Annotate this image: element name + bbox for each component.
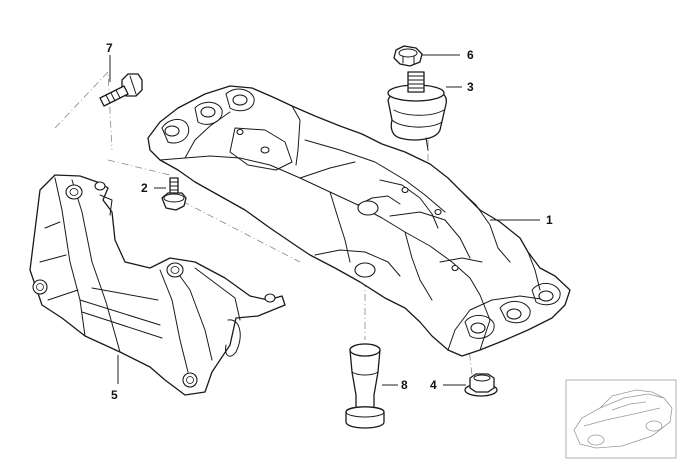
callout-4: 4 bbox=[430, 378, 437, 392]
screw[interactable] bbox=[161, 177, 187, 211]
callout-1: 1 bbox=[546, 213, 553, 227]
callout-6: 6 bbox=[467, 48, 474, 62]
callout-5: 5 bbox=[111, 388, 118, 402]
callout-labels: 7 6 3 2 1 8 4 5 bbox=[106, 41, 553, 402]
callout-2: 2 bbox=[141, 181, 148, 195]
bushing-sleeve[interactable] bbox=[345, 343, 385, 429]
vehicle-thumbnail bbox=[565, 379, 677, 459]
callout-8: 8 bbox=[401, 378, 408, 392]
leader-lines bbox=[109, 54, 540, 386]
callout-7: 7 bbox=[106, 41, 113, 55]
transmission-crossmember[interactable] bbox=[147, 85, 571, 357]
hex-nut[interactable] bbox=[393, 45, 423, 67]
callout-3: 3 bbox=[467, 80, 474, 94]
hex-bolt[interactable] bbox=[99, 73, 143, 107]
transmission-support-bracket[interactable] bbox=[29, 174, 286, 396]
transmission-mount[interactable] bbox=[387, 71, 448, 151]
flanged-nut[interactable] bbox=[464, 373, 498, 397]
